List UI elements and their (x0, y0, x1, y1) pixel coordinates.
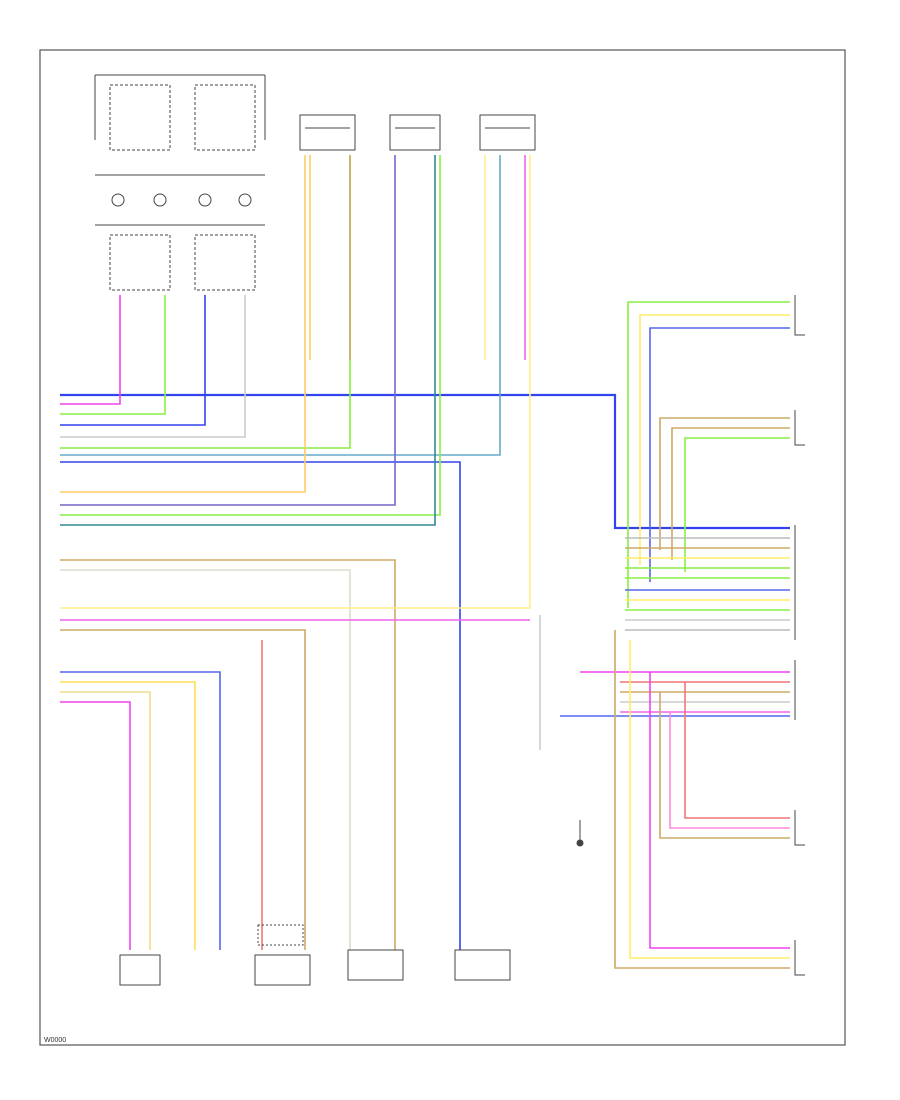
wire-yellow-3 (60, 691, 151, 950)
wire-teal-2 (60, 155, 436, 526)
wire-yellow-r4 (629, 640, 790, 959)
wire-green-r1 (627, 301, 790, 608)
wire-magenta-3 (60, 701, 131, 950)
wire-blue-bus (60, 393, 790, 530)
wire-yellow-2 (60, 681, 196, 950)
wire-yellow-r1 (639, 314, 790, 565)
wire-tan-r2 (671, 427, 790, 560)
wire-teal-1 (60, 155, 501, 456)
wire-green-r2 (684, 437, 790, 572)
wire-tan-r4 (659, 692, 790, 839)
footer-label: W0000 (44, 1037, 66, 1044)
right-connectors (794, 295, 805, 976)
wire-tan-r5 (614, 630, 790, 969)
top-left-components (94, 74, 266, 291)
wire-green-1 (60, 295, 166, 415)
wires (60, 155, 790, 969)
wire-tan-2 (60, 569, 351, 950)
wire-blue-2 (60, 295, 206, 426)
wire-green-3 (60, 155, 441, 516)
wire-orange-1 (60, 155, 306, 493)
wire-gray-1 (60, 295, 246, 438)
wire-blue-r1 (649, 327, 790, 582)
wire-pink-r3 (669, 712, 790, 829)
wire-tan-1 (60, 559, 396, 950)
bottom-components (119, 924, 511, 986)
wire-tan-r1 (659, 417, 790, 550)
wire-yellow-1 (60, 155, 531, 609)
wire-blue-3 (60, 461, 461, 950)
top-connectors (299, 114, 536, 151)
wire-magenta-r4 (649, 672, 790, 949)
ground-icon (576, 820, 584, 847)
wire-blue-4 (60, 671, 221, 950)
wire-red-r3 (684, 682, 790, 819)
wire-magenta-1 (60, 295, 121, 405)
wire-violet-1 (60, 155, 396, 506)
wire-tan-3 (60, 629, 306, 950)
diagram-frame (39, 49, 846, 1046)
